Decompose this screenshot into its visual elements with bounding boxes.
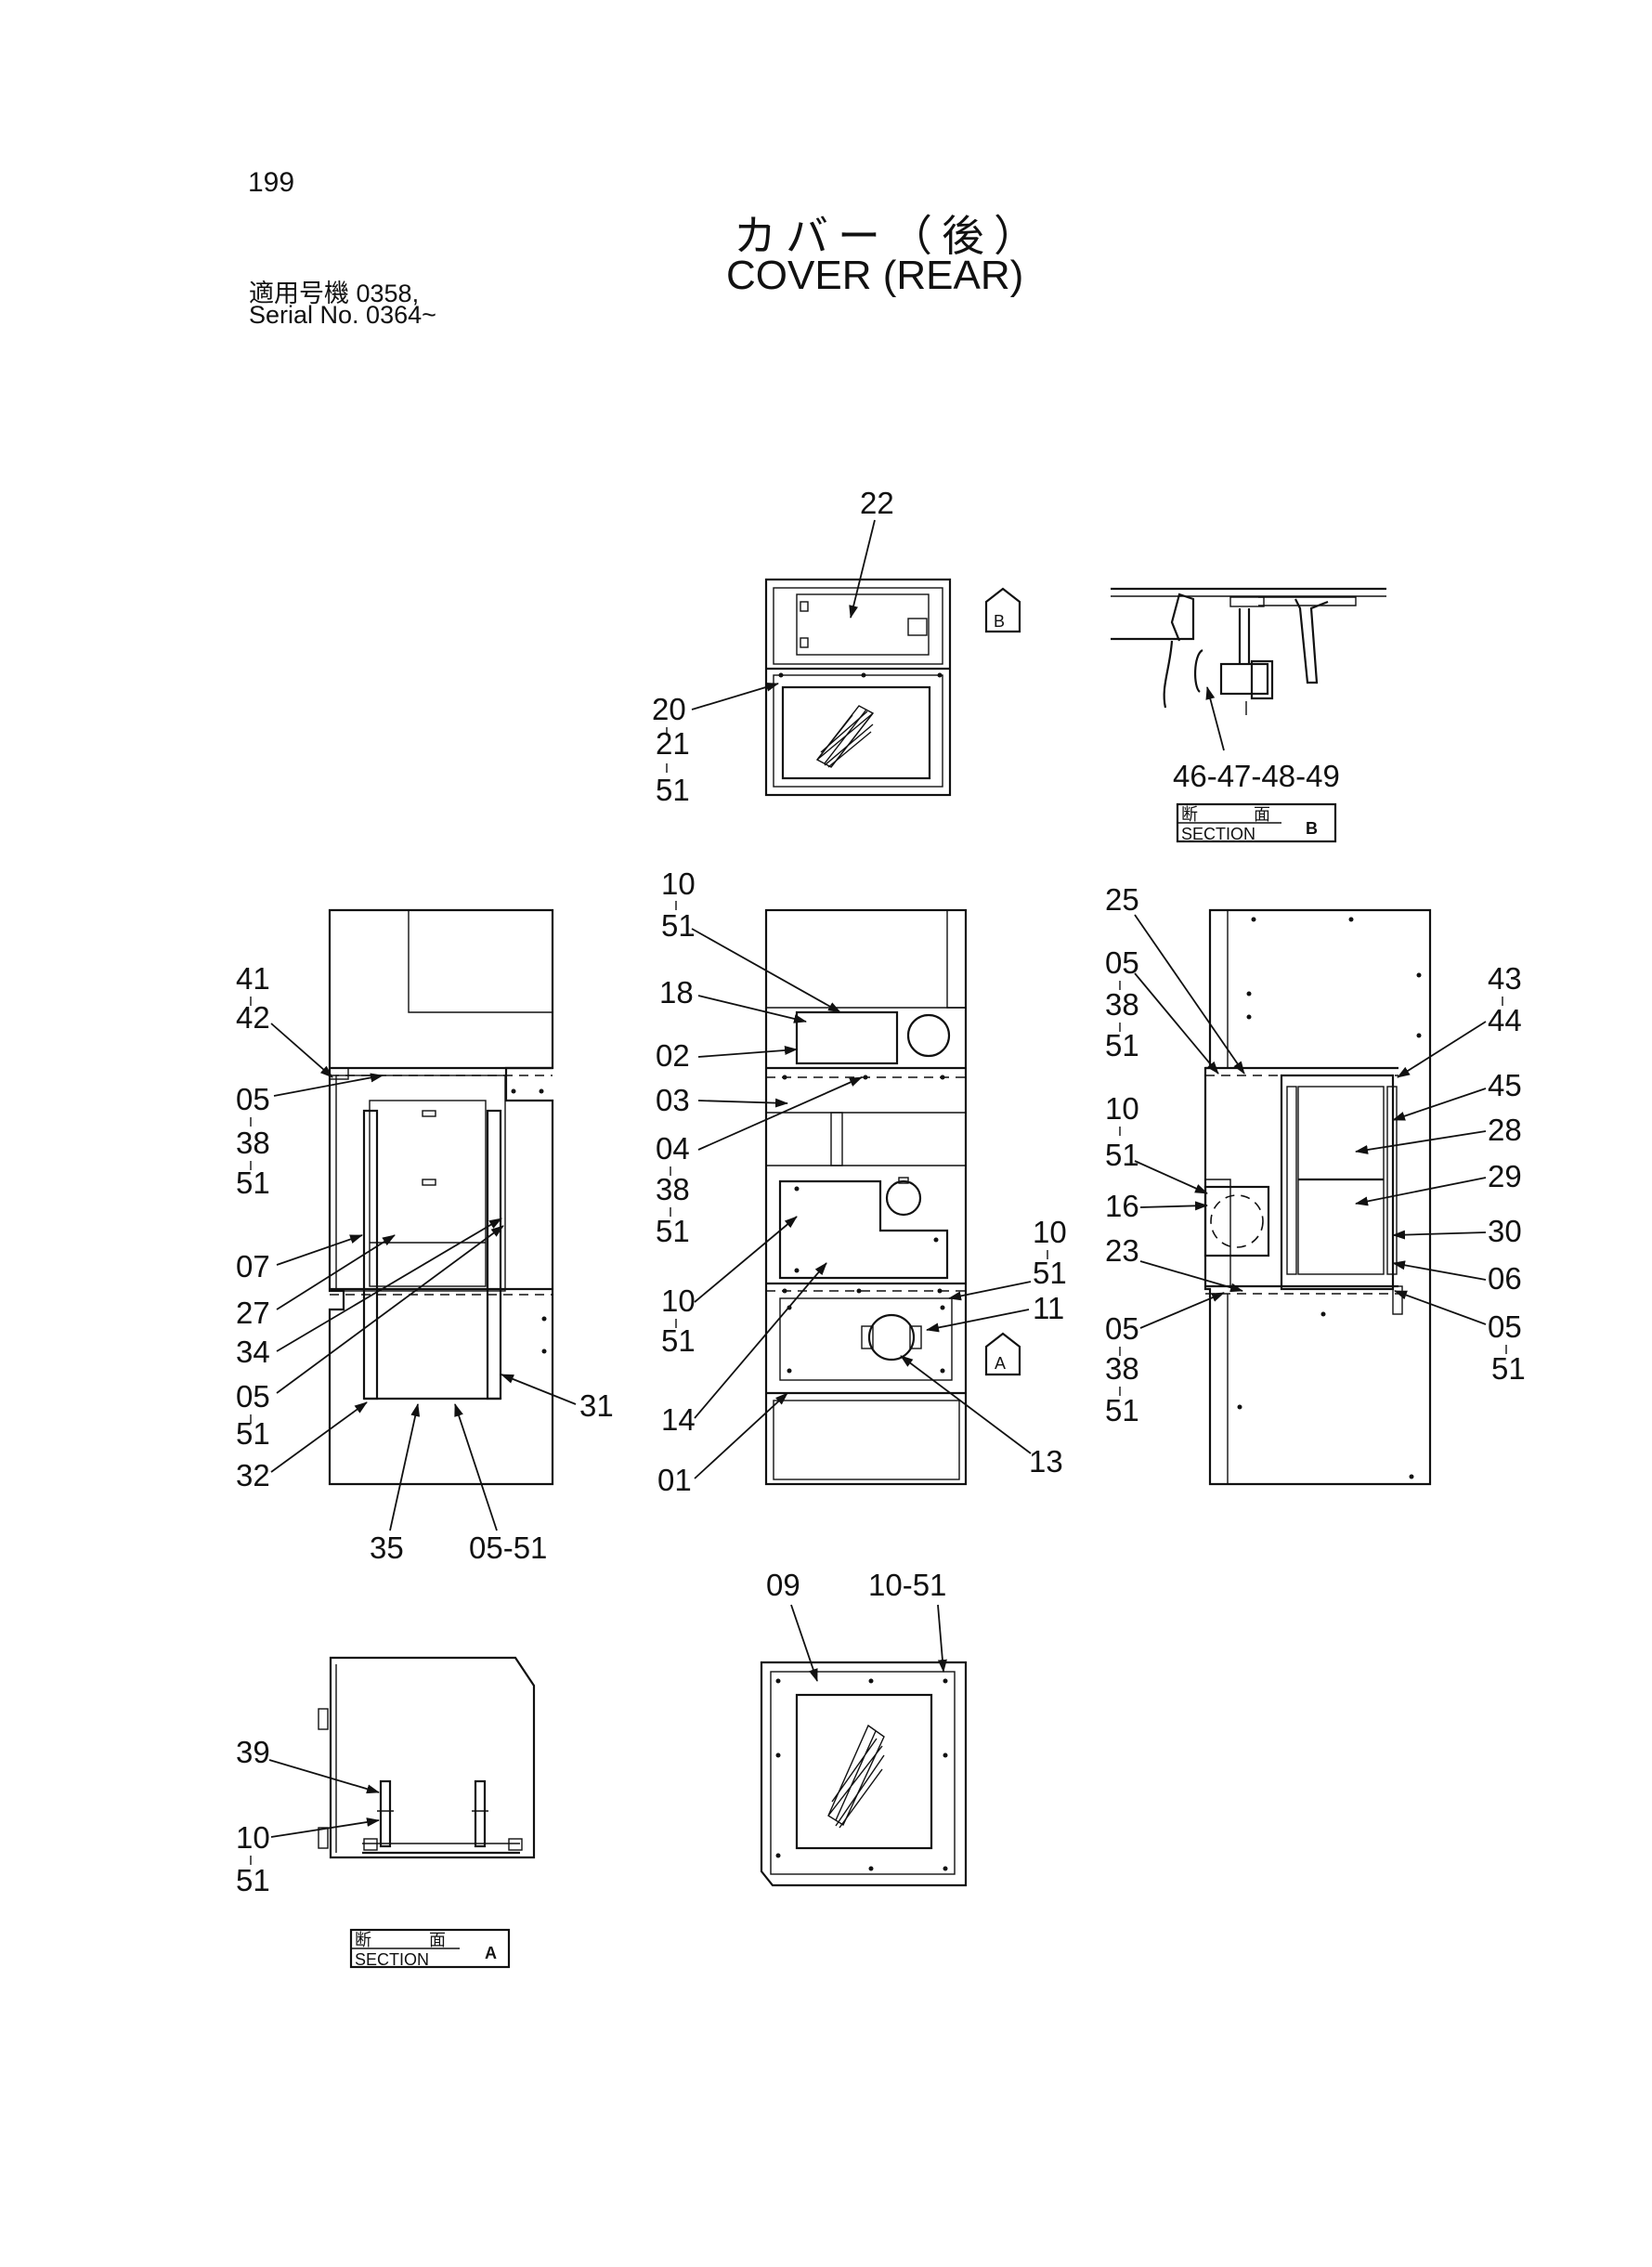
right-view-drawing [1203,908,1432,1486]
callout-31: 31 [579,1388,614,1423]
callout-05: 05 [236,1082,270,1116]
svg-text:断: 断 [1181,805,1198,824]
callout-14: 14 [661,1402,696,1437]
callout-10-r: 10 [1105,1091,1139,1126]
callout-32: 32 [236,1458,270,1492]
top-view-drawing [764,578,952,797]
callout-51-r: 51 [1105,1028,1139,1062]
callout-51-c4: 51 [1033,1256,1067,1290]
callout-38: 38 [236,1126,270,1160]
callout-41: 41 [236,961,270,996]
callout-11: 11 [1033,1291,1064,1325]
callout-16: 16 [1105,1189,1139,1223]
callout-51-c3: 51 [661,1323,696,1358]
callout-10-c3: 10 [1033,1215,1067,1249]
bottom-view-drawing [760,1661,968,1887]
svg-text:SECTION: SECTION [355,1950,429,1969]
section-b-label: 断 面 SECTION B [1176,802,1337,843]
callout-27: 27 [236,1296,270,1330]
title-english: COVER (REAR) [726,253,1024,298]
callout-39: 39 [236,1735,270,1769]
callout-51-a: 51 [236,1863,270,1897]
callout-28: 28 [1488,1113,1522,1147]
callout-51-b: 51 [236,1416,270,1451]
callout-10-a: 10 [236,1820,270,1855]
callout-38-r: 38 [1105,987,1139,1022]
callout-05-r2: 05 [1105,1311,1139,1346]
callout-51-r2: 51 [1105,1138,1139,1172]
callout-05-51: 05-51 [469,1531,547,1565]
callout-01: 01 [657,1463,692,1497]
svg-text:面: 面 [429,1931,446,1949]
section-a-drawing [318,1656,536,1859]
callout-03: 03 [656,1083,690,1117]
svg-text:断: 断 [355,1931,371,1949]
callout-46-47-48-49: 46-47-48-49 [1173,759,1340,793]
svg-text:SECTION: SECTION [1181,825,1255,843]
svg-text:B: B [994,612,1005,631]
callout-20: 20 [652,692,686,726]
callout-29: 29 [1488,1159,1522,1193]
callout-23: 23 [1105,1233,1139,1268]
callout-13: 13 [1029,1444,1063,1479]
callout-51: 51 [656,773,690,807]
callout-44: 44 [1488,1003,1522,1037]
callout-51-c: 51 [661,908,696,943]
section-b-drawing [1111,587,1386,715]
callout-30: 30 [1488,1214,1522,1248]
callout-18: 18 [659,975,694,1010]
callout-43: 43 [1488,961,1522,996]
callout-05-r: 05 [1105,945,1139,980]
callout-06: 06 [1488,1261,1522,1296]
center-view-drawing [764,908,968,1486]
callout-51-r3: 51 [1105,1393,1139,1427]
left-view-drawing [328,908,554,1486]
callout-10-c: 10 [661,866,696,901]
callout-10-51: 10-51 [868,1568,946,1602]
svg-text:A: A [995,1354,1006,1373]
callout-05-b: 05 [236,1379,270,1414]
callout-51-r4: 51 [1491,1351,1526,1386]
callout-34: 34 [236,1335,270,1369]
serial-label-english: Serial No. 0364~ [249,301,436,329]
view-marker-a: A [984,1332,1021,1376]
callout-04: 04 [656,1131,690,1166]
callout-25: 25 [1105,882,1139,917]
callout-51: 51 [236,1166,270,1200]
callout-07: 07 [236,1249,270,1283]
callout-02: 02 [656,1038,690,1073]
callout-45: 45 [1488,1068,1522,1102]
page-number: 199 [248,167,295,198]
callout-05-r3: 05 [1488,1309,1522,1344]
callout-10-c2: 10 [661,1283,696,1318]
callout-21: 21 [656,726,690,761]
svg-text:B: B [1306,819,1318,838]
svg-text:面: 面 [1254,805,1270,824]
serial-label-japanese: 適用号機 0358, [249,280,420,307]
callout-09: 09 [766,1568,800,1602]
callout-51-c2: 51 [656,1214,690,1248]
svg-text:A: A [485,1944,497,1962]
callout-42: 42 [236,1000,270,1035]
callout-38-r2: 38 [1105,1351,1139,1386]
view-marker-b: B [984,587,1021,633]
callout-38-c: 38 [656,1172,690,1206]
callout-35: 35 [370,1531,404,1565]
title-japanese: カバー（後） [734,212,1046,260]
section-a-label: 断 面 SECTION A [349,1928,511,1969]
callout-22: 22 [860,486,894,520]
